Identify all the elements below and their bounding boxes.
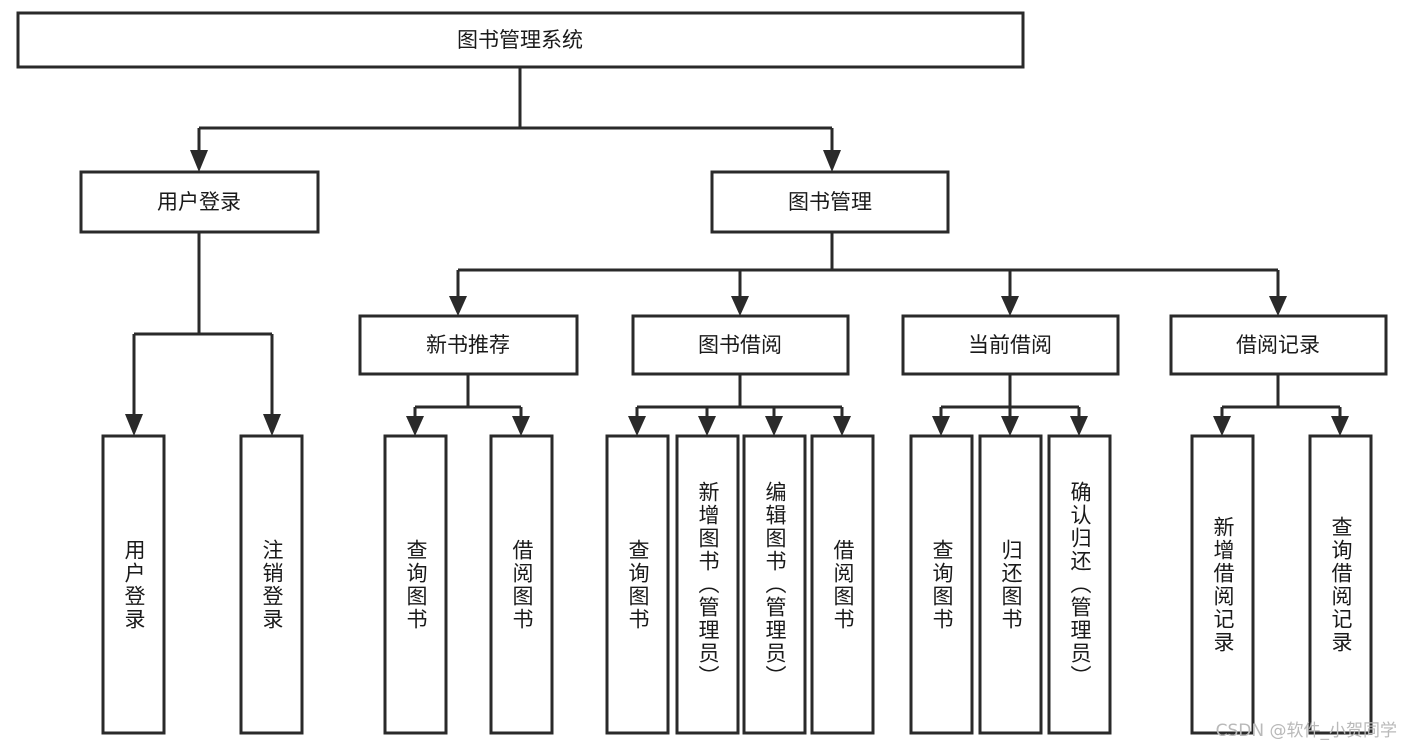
node-root[interactable]: 图书管理系统 <box>16 11 1025 69</box>
node-new-book-recommend-label: 新书推荐 <box>426 333 510 357</box>
node-current-borrow-label: 当前借阅 <box>968 333 1052 357</box>
leaf-boxes <box>101 434 1373 735</box>
node-current-borrow-box[interactable] <box>901 314 1120 376</box>
node-book-borrow-box[interactable] <box>631 314 850 376</box>
node-book-management[interactable]: 图书管理 <box>710 170 950 234</box>
arrow-bookmgmt-new-books <box>449 296 467 316</box>
arrow-bookmgmt-records <box>1269 296 1287 316</box>
leaf-box-return-book[interactable] <box>978 434 1043 735</box>
arrow-borrow-l4 <box>833 416 851 436</box>
edge-group-bookmgmt-to-level3 <box>449 232 1287 316</box>
node-new-book-recommend-box[interactable] <box>358 314 579 376</box>
node-book-borrow-label: 图书借阅 <box>698 333 782 357</box>
node-new-book-recommend[interactable]: 新书推荐 <box>358 314 579 376</box>
arrow-newbooks-l1 <box>406 416 424 436</box>
leaf-box-borrow-book-2[interactable] <box>810 434 875 735</box>
arrow-borrow-l1 <box>628 416 646 436</box>
node-book-management-box[interactable] <box>710 170 950 234</box>
arrow-root-to-user-login <box>190 150 208 172</box>
leaf-box-borrow-book-1[interactable] <box>489 434 554 735</box>
csdn-watermark: CSDN @软件_小贺同学 <box>1215 721 1397 741</box>
leaf-box-query-book-2[interactable] <box>605 434 670 735</box>
edge-group-root-to-level2 <box>190 67 841 172</box>
leaf-box-query-record[interactable] <box>1308 434 1373 735</box>
leaf-box-add-record[interactable] <box>1190 434 1255 735</box>
arrow-records-l2 <box>1331 416 1349 436</box>
leaf-box-query-book-1[interactable] <box>383 434 448 735</box>
node-user-login-label: 用户登录 <box>157 190 241 214</box>
arrow-current-l1 <box>932 416 950 436</box>
leaf-box-logout[interactable] <box>239 434 304 735</box>
edge-group-current-to-leaves <box>932 374 1088 436</box>
leaf-box-query-book-3[interactable] <box>909 434 974 735</box>
node-borrow-records-box[interactable] <box>1169 314 1388 376</box>
arrow-records-l1 <box>1213 416 1231 436</box>
leaf-box-edit-book[interactable] <box>742 434 807 735</box>
node-user-login[interactable]: 用户登录 <box>79 170 320 234</box>
edge-group-userlogin-to-leaves <box>125 232 281 436</box>
node-borrow-records[interactable]: 借阅记录 <box>1169 314 1388 376</box>
node-current-borrow[interactable]: 当前借阅 <box>901 314 1120 376</box>
arrow-borrow-l2 <box>698 416 716 436</box>
arrow-newbooks-l2 <box>512 416 530 436</box>
node-book-management-label: 图书管理 <box>788 190 872 214</box>
node-borrow-records-label: 借阅记录 <box>1236 333 1320 357</box>
node-root-label: 图书管理系统 <box>457 28 583 52</box>
edge-group-borrow-to-leaves <box>628 374 851 436</box>
arrow-userlogin-leaf1 <box>125 414 143 436</box>
node-root-box[interactable] <box>16 11 1025 69</box>
node-user-login-box[interactable] <box>79 170 320 234</box>
arrow-userlogin-leaf2 <box>263 414 281 436</box>
arrow-bookmgmt-current <box>1001 296 1019 316</box>
arrow-borrow-l3 <box>765 416 783 436</box>
arrow-root-to-book-mgmt <box>823 150 841 172</box>
node-book-borrow[interactable]: 图书借阅 <box>631 314 850 376</box>
edge-group-newbooks-to-leaves <box>406 374 530 436</box>
arrow-current-l2 <box>1001 416 1019 436</box>
leaf-box-user-login[interactable] <box>101 434 166 735</box>
leaf-box-add-book[interactable] <box>675 434 740 735</box>
leaf-box-confirm-return[interactable] <box>1047 434 1112 735</box>
arrow-bookmgmt-borrow <box>731 296 749 316</box>
edge-group-records-to-leaves <box>1213 374 1349 436</box>
arrow-current-l3 <box>1070 416 1088 436</box>
